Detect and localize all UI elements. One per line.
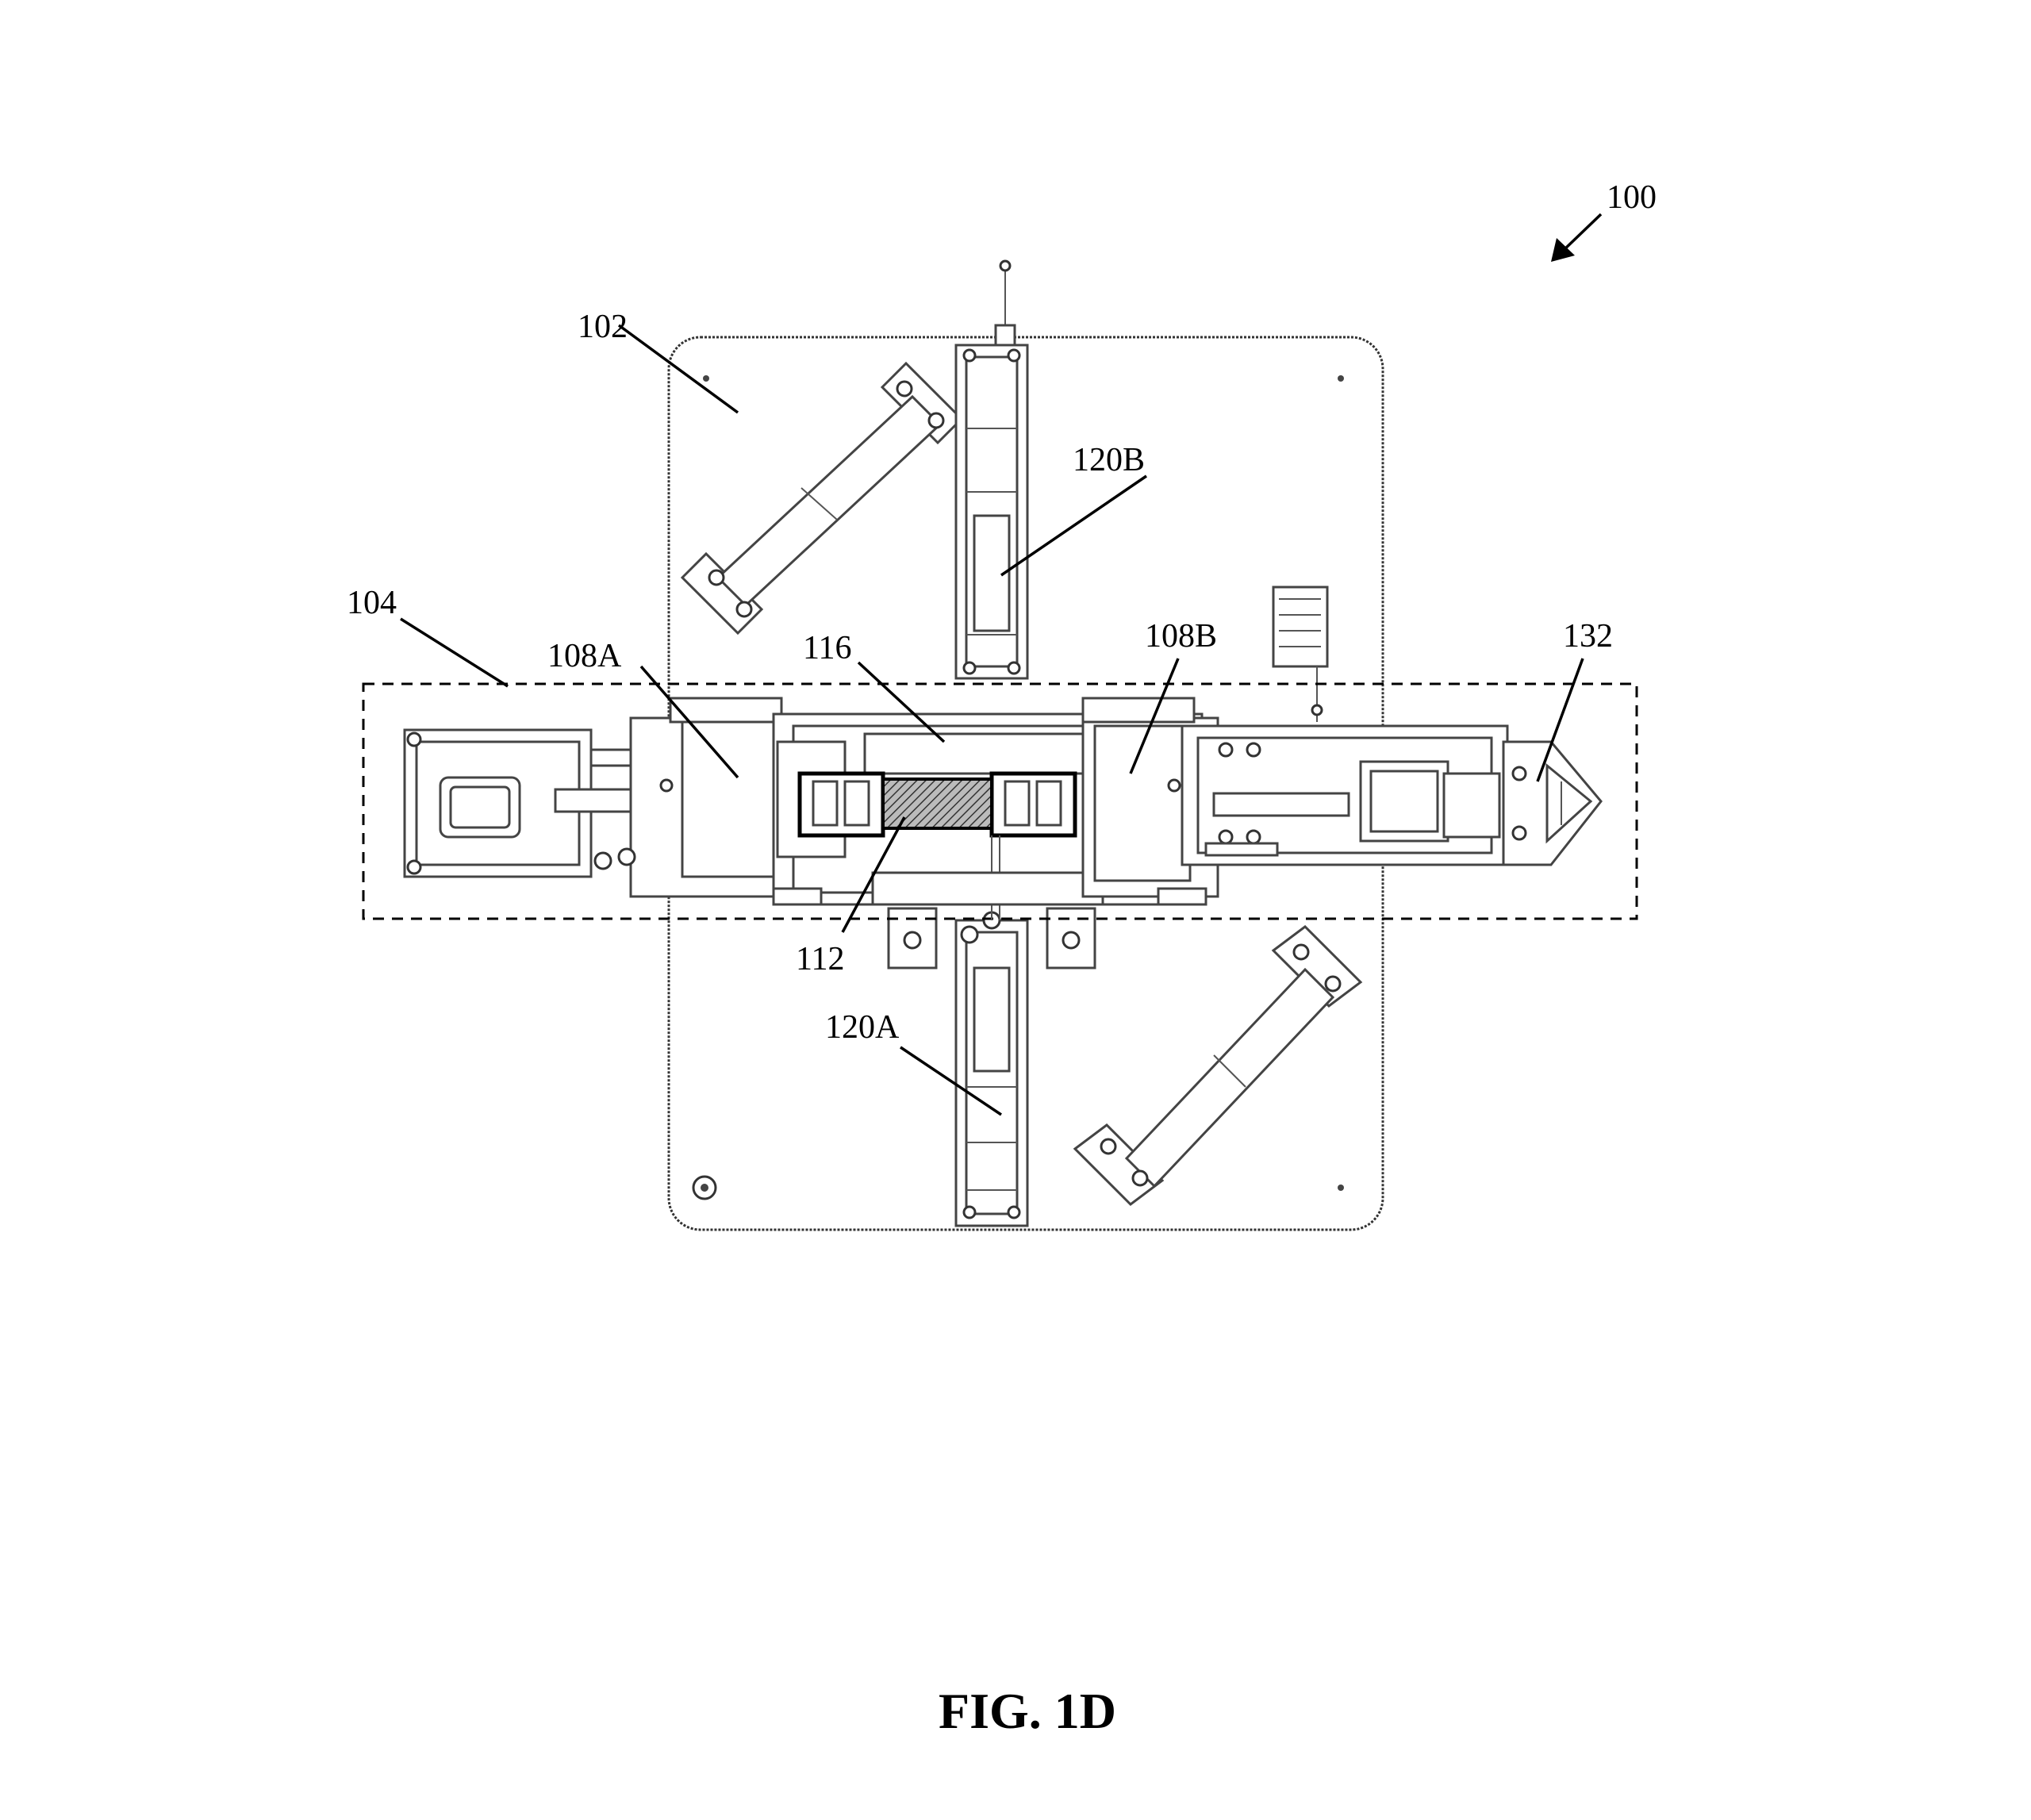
label-112: 112: [796, 941, 844, 977]
leader-lines: [400, 324, 1584, 1116]
lower-arm: [1073, 925, 1363, 1206]
label-120a: 120A: [825, 1009, 900, 1046]
label-100: 100: [1607, 179, 1657, 216]
spring-element: [1272, 586, 1329, 722]
label-120b: 120B: [1073, 442, 1145, 478]
assembly-boundary: [362, 682, 1638, 920]
label-108a: 108A: [547, 638, 622, 674]
label-104: 104: [347, 585, 397, 621]
figure-caption: FIG. 1D: [939, 1683, 1116, 1739]
actuator-120a: [887, 907, 1096, 1227]
label-132: 132: [1563, 618, 1613, 655]
reference-labels: 100 102 104 108A 116 108B 132 120B 112 1…: [347, 179, 1657, 1046]
horizontal-assembly: [403, 697, 1603, 920]
label-116: 116: [803, 630, 851, 666]
label-102: 102: [578, 309, 628, 345]
actuator-120b: [954, 259, 1029, 680]
reference-arrow-100: [1551, 213, 1603, 262]
label-108b: 108B: [1145, 618, 1217, 655]
